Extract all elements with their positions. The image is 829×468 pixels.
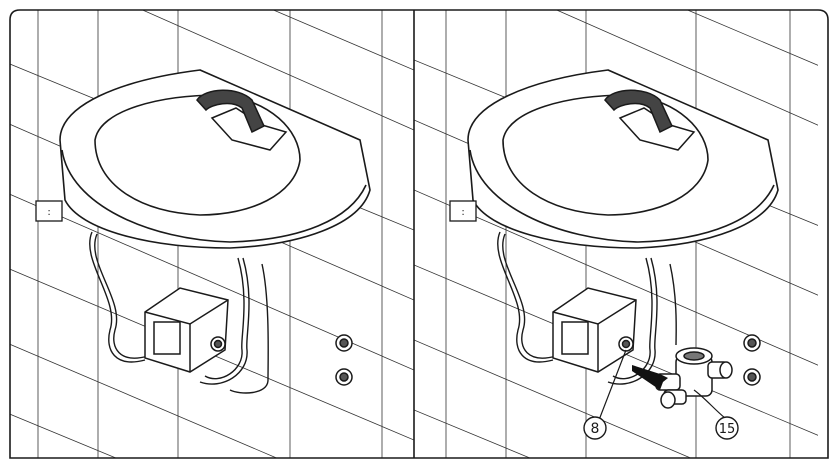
supply-hoses (497, 231, 677, 385)
sensor-faucet (604, 89, 696, 151)
callout-15-label: 15 (719, 422, 736, 437)
wall-outlets (743, 334, 761, 386)
leader-lines (598, 349, 726, 421)
wall-plate: : (35, 200, 63, 222)
arrow-right-icon (632, 365, 668, 390)
control-box (144, 287, 229, 373)
svg-text::: : (461, 207, 464, 218)
control-box (552, 287, 637, 373)
valve-assembly (655, 347, 733, 409)
supply-hoses (89, 231, 269, 394)
callout-15: 15 (715, 416, 739, 440)
washbasin (59, 69, 371, 249)
panel-frame (9, 9, 829, 459)
panel-after: : (414, 10, 818, 458)
callout-8: 8 (583, 416, 607, 440)
wall-outlets (335, 334, 353, 386)
callout-8-label: 8 (591, 421, 600, 437)
wall-plate: : (449, 200, 477, 222)
panel-before: : (10, 10, 414, 458)
sensor-faucet (196, 89, 288, 151)
svg-text::: : (47, 207, 50, 218)
